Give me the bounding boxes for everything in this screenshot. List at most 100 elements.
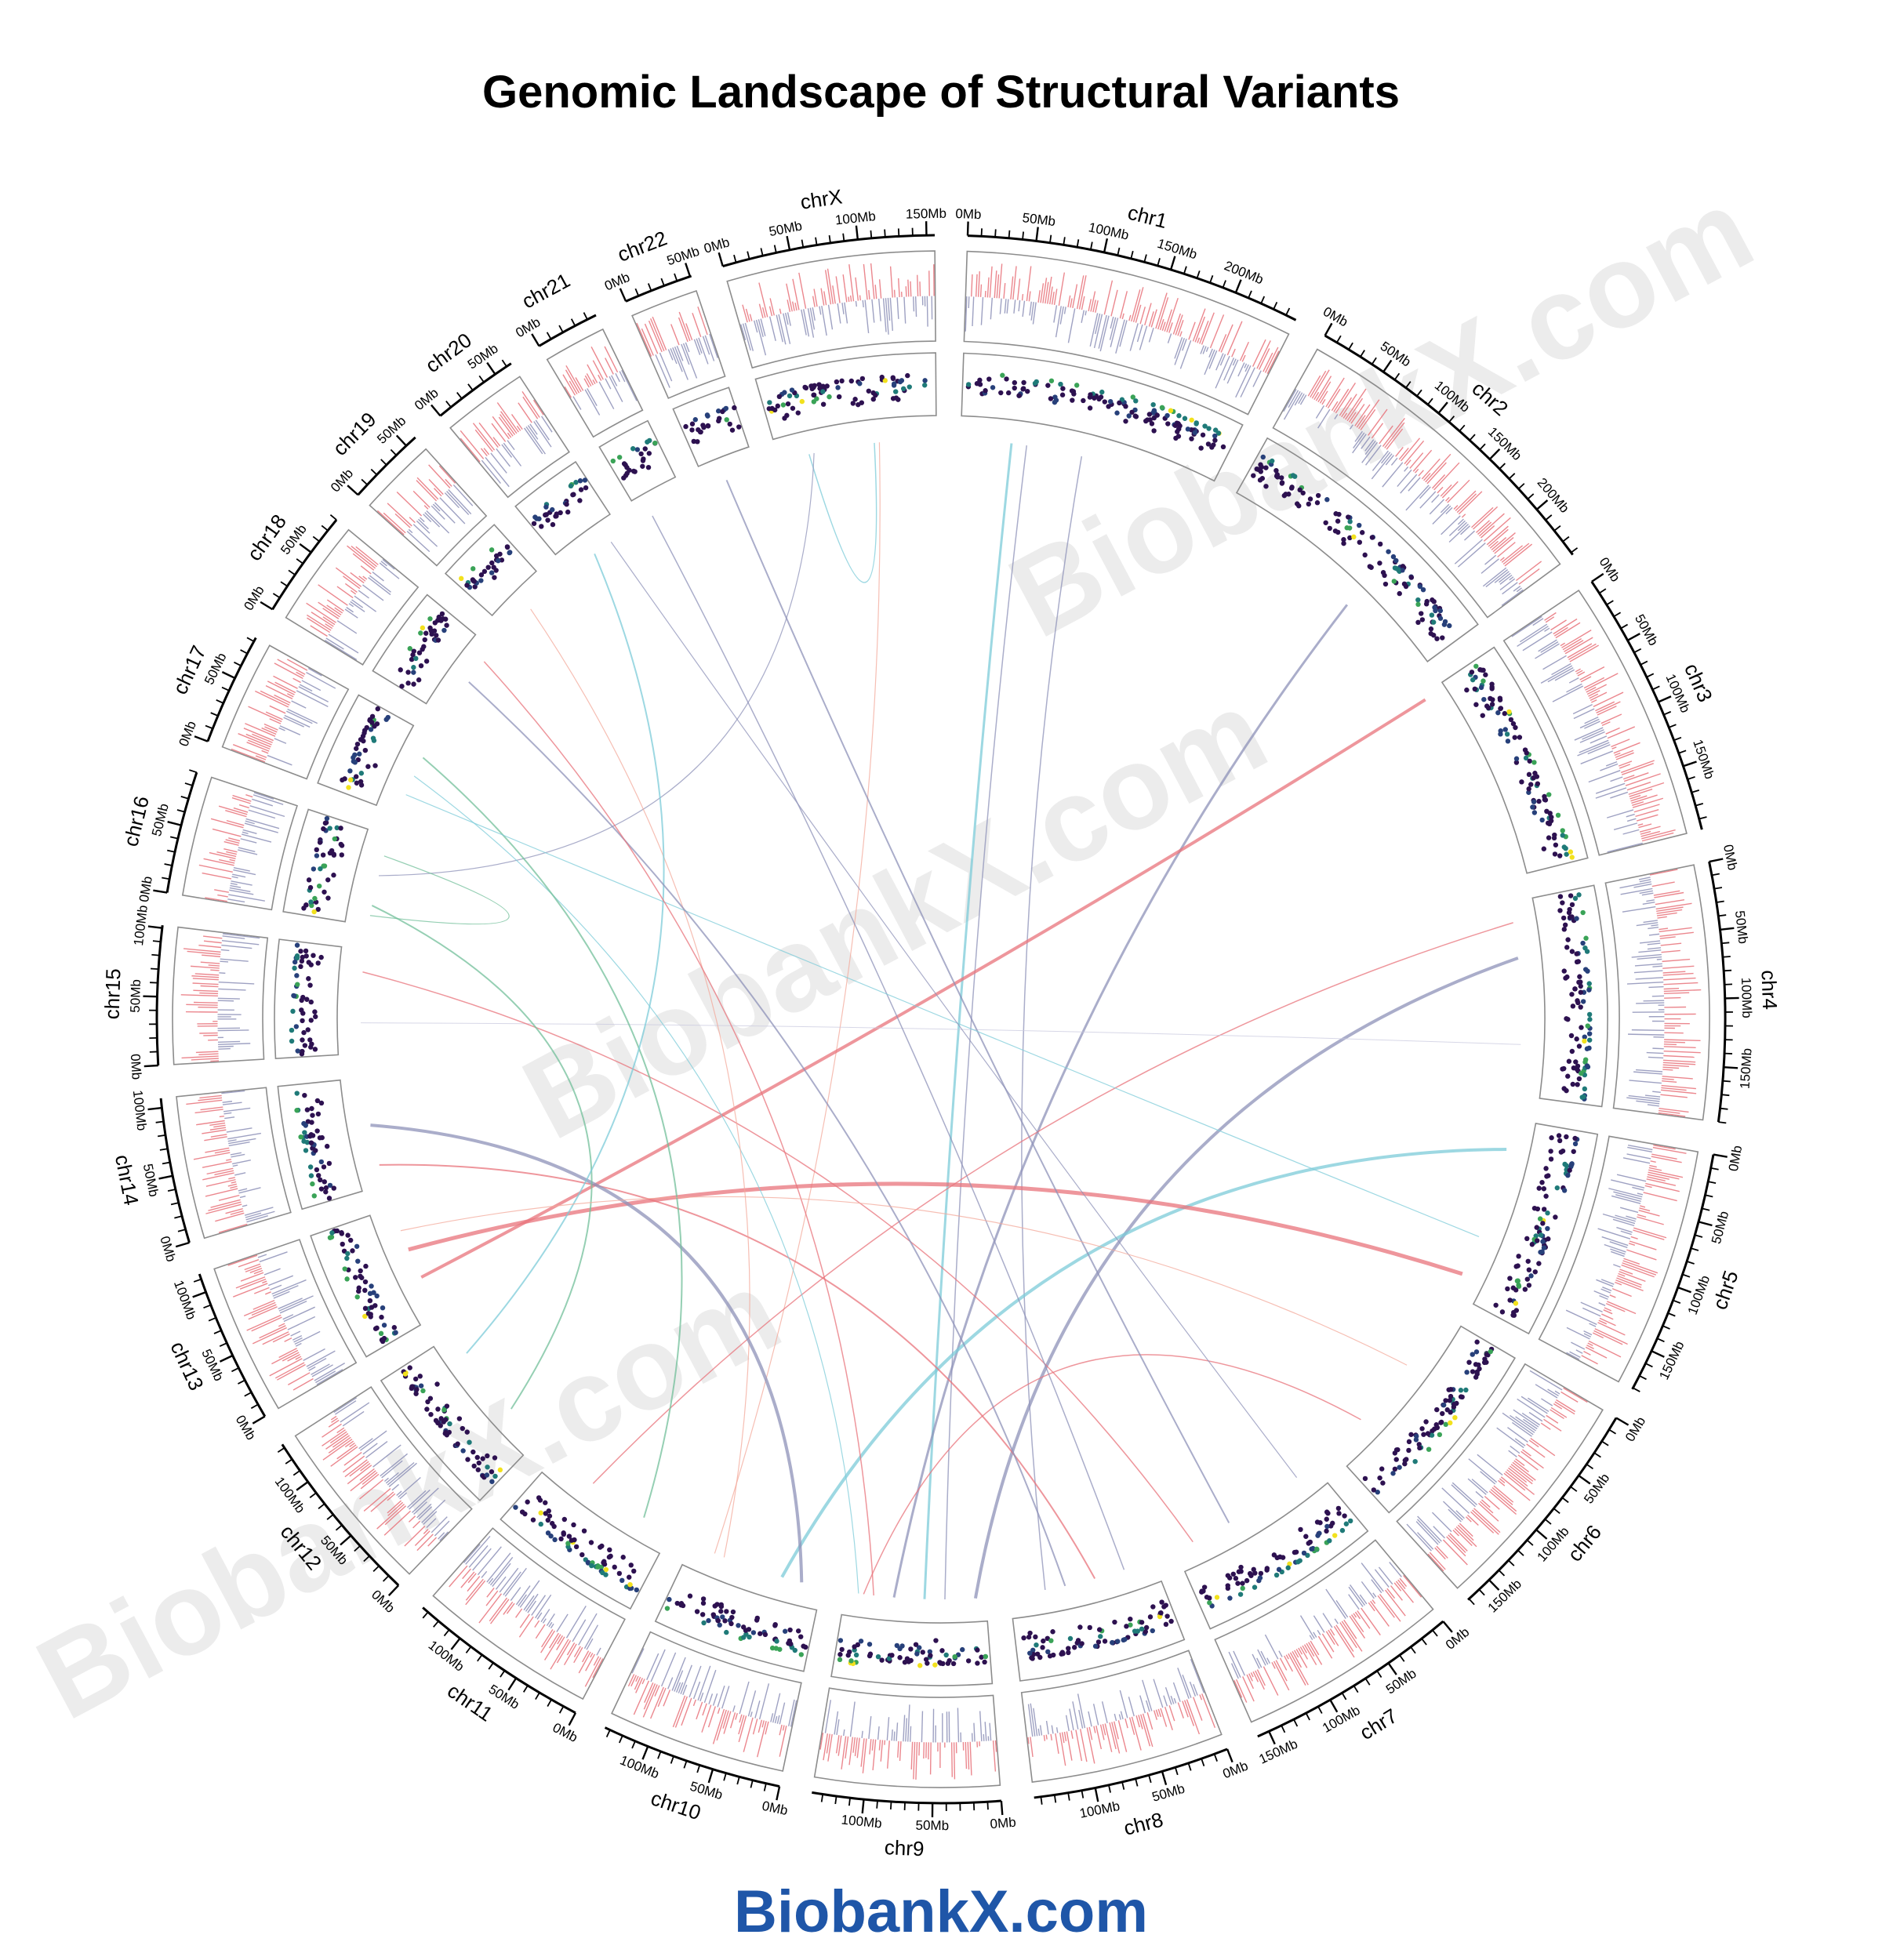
density-point [484,1472,490,1478]
density-point [1150,1628,1155,1634]
cn-bar [1298,393,1305,405]
density-point [1568,849,1574,855]
cn-bar [1050,1733,1052,1740]
density-points [1557,892,1593,1102]
density-point [300,1037,305,1043]
density-point [1030,1656,1035,1661]
cn-bar [1440,484,1452,497]
cn-bar [584,389,601,416]
density-point [1488,695,1493,702]
density-point [1539,817,1545,823]
density-point [858,1639,864,1644]
cn-bar [1639,1207,1651,1212]
cn-bar [1288,390,1299,408]
tick-label: 150Mb [1257,1737,1300,1767]
density-point [566,1534,572,1539]
cn-bar [1299,1646,1309,1660]
cn-bar [245,794,253,798]
cn-bar [745,308,750,322]
cn-bar [1654,891,1684,898]
cn-bar [1040,283,1045,303]
cn-bar [1053,289,1058,306]
cn-bar [678,317,688,343]
density-point [372,724,377,729]
cn-bar [394,513,411,528]
axis-tick [1640,660,1648,666]
cn-bar [1472,1509,1499,1535]
density-point [827,394,832,400]
cn-bar [565,1605,587,1639]
density-points [398,611,449,689]
density-point [325,877,331,883]
density-point [465,1457,470,1462]
cn-bar [214,1170,234,1176]
cn-bar [452,484,474,506]
axis-tick [1348,342,1353,350]
cn-bar [1605,760,1618,767]
cn-bar [1121,313,1124,320]
cn-bar [823,291,827,306]
cn-bar [274,1362,305,1379]
cn-bar [1372,450,1389,471]
density-point [867,1653,873,1659]
cn-bar [381,1460,403,1479]
density-point [925,1661,930,1666]
sv-link [369,855,510,925]
chromosome-label: chr20 [421,328,476,378]
density-point [724,417,729,423]
density-point [309,1120,314,1125]
cn-bar [1551,662,1571,676]
cn-bar [1055,306,1062,338]
density-point [720,408,725,415]
axis-tick [1498,1570,1506,1577]
density-point [305,1027,311,1033]
axis-tick [467,383,474,391]
axis-tick [1662,1325,1670,1330]
cn-bar [449,1565,468,1588]
cn-bar [605,378,612,390]
cn-bar [1452,1530,1459,1537]
cn-bar [1194,316,1206,343]
density-point [1301,1550,1307,1556]
density-point [312,895,318,902]
cn-bar [1128,1717,1135,1735]
density-point [1540,1221,1546,1226]
axis-tick [531,333,540,347]
cn-bar [1588,690,1600,697]
cn-bar [744,322,754,351]
cn-bar [1004,299,1007,314]
cn-bar [363,1488,391,1512]
density-point [361,738,366,744]
cn-bar [587,364,598,383]
copy-number-bars [227,1251,346,1391]
cn-bar [1639,826,1661,833]
density-point [1448,1393,1454,1399]
cn-bar [219,972,226,975]
density-point [1263,465,1269,470]
cn-bar [1622,1260,1659,1274]
cn-bar [1364,439,1375,452]
cn-bar [1647,1104,1659,1107]
tick-label: 0Mb [328,466,356,495]
cn-bar [1032,302,1037,325]
density-points [513,1495,639,1593]
cn-bar [1573,708,1595,720]
cn-bar [510,414,523,430]
density-point [439,611,445,617]
cn-bar [1510,1414,1535,1433]
density-point [467,1439,472,1445]
density-point [1207,1600,1212,1606]
cn-bar [210,1199,241,1208]
cn-bar [1092,299,1096,313]
cn-bar [1572,704,1593,715]
chromosome-chr2 [1235,348,1561,662]
cn-bar [1308,1642,1323,1665]
density-point [599,1543,605,1549]
axis-tick [1656,1338,1665,1343]
cn-bar [1298,1647,1303,1655]
density-point [1565,1073,1571,1079]
